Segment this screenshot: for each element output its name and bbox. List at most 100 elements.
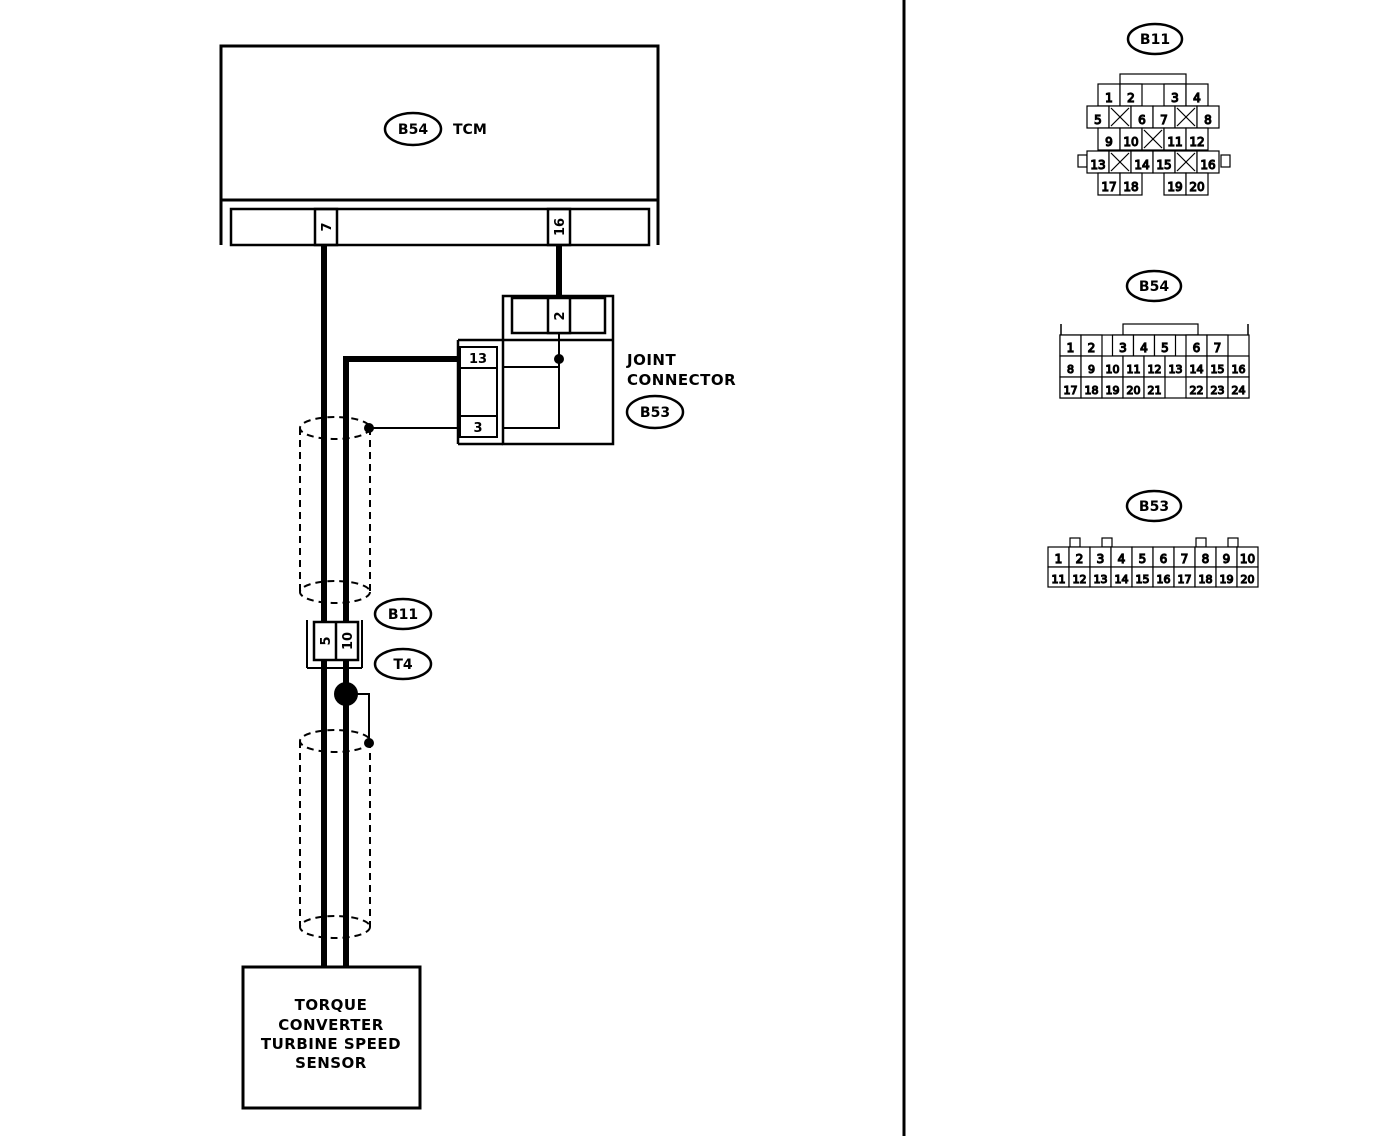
b11-cell-14: 14 (1130, 150, 1154, 174)
svg-text:8: 8 (1204, 113, 1212, 127)
svg-text:2: 2 (1127, 91, 1135, 105)
svg-text:11: 11 (1052, 573, 1066, 586)
svg-text:17: 17 (1101, 180, 1116, 194)
joint-pin-2-box (546, 296, 572, 335)
svg-text:13: 13 (1090, 158, 1105, 172)
svg-text:23: 23 (1211, 384, 1225, 397)
turbine-speed-sensor: TORQUE CONVERTER TURBINE SPEED SENSOR (241, 965, 422, 1110)
joint-connector-label-1: JOINT (626, 351, 676, 369)
b54-cell-12: 12 (1143, 355, 1166, 378)
svg-text:16: 16 (1232, 363, 1246, 376)
svg-text:13: 13 (1094, 573, 1108, 586)
b11-cell-6: 6 (1130, 105, 1154, 129)
b11-cell-9: 9 (1097, 127, 1121, 151)
b53-cell-14: 14 (1110, 566, 1133, 588)
svg-text:20: 20 (1127, 384, 1141, 397)
b53-cell-17: 17 (1173, 566, 1196, 588)
b11-cell-15: 15 (1152, 150, 1176, 174)
b53-cell-5: 5 (1131, 546, 1154, 568)
sensor-label-4: SENSOR (295, 1054, 367, 1072)
svg-text:18: 18 (1123, 180, 1138, 194)
svg-text:1: 1 (1105, 91, 1113, 105)
sensor-label-3: TURBINE SPEED (261, 1035, 401, 1053)
svg-text:6: 6 (1193, 341, 1201, 355)
svg-text:7: 7 (1160, 113, 1168, 127)
b54-cell-3: 3 (1111, 334, 1135, 357)
svg-text:7: 7 (1181, 552, 1189, 566)
svg-text:13: 13 (1169, 363, 1183, 376)
svg-text:19: 19 (1106, 384, 1120, 397)
b53-cell-8: 8 (1194, 546, 1217, 568)
b54-cell-19: 19 (1101, 376, 1124, 399)
joint-connector-badge (625, 394, 685, 430)
b54-cell-9: 9 (1080, 355, 1103, 378)
inline-connector-id-b11: B11 (388, 607, 418, 623)
b53-cell-3: 3 (1089, 546, 1112, 568)
svg-text:10: 10 (1240, 552, 1255, 566)
svg-text:7: 7 (1214, 341, 1222, 355)
svg-text:24: 24 (1232, 384, 1246, 397)
inline-connector-badge-t4 (373, 647, 433, 681)
b53-cell-18: 18 (1194, 566, 1217, 588)
b54-cell-10: 10 (1101, 355, 1124, 378)
connector-view-b11-id: B11 (1140, 32, 1170, 48)
b54-cell-1: 1 (1059, 334, 1082, 357)
svg-text:12: 12 (1189, 135, 1204, 149)
joint-connector-label-2: CONNECTOR (627, 371, 736, 389)
joint-splice-dot (554, 354, 564, 364)
svg-text:4: 4 (1118, 552, 1126, 566)
b11-cell-17: 17 (1097, 172, 1121, 196)
svg-text:19: 19 (1220, 573, 1234, 586)
svg-text:1: 1 (1055, 552, 1063, 566)
b53-cell-12: 12 (1068, 566, 1091, 588)
b53-cell-1: 1 (1047, 546, 1070, 568)
svg-text:16: 16 (1157, 573, 1171, 586)
svg-text:20: 20 (1241, 573, 1255, 586)
upper-shield (299, 416, 371, 604)
svg-text:20: 20 (1189, 180, 1204, 194)
b11-cell-8: 8 (1196, 105, 1220, 129)
tcm-connector-id: B54 (398, 122, 428, 138)
connector-view-b54-id: B54 (1139, 279, 1169, 295)
ground-splice-dot (334, 682, 358, 706)
tcm-unit: 7 16 B54 TCM (219, 44, 660, 247)
svg-text:9: 9 (1105, 135, 1113, 149)
b54-cell-2: 2 (1080, 334, 1103, 357)
joint-pin-3-label: 3 (473, 421, 482, 436)
wire-joint13-to-sensor (343, 356, 460, 968)
svg-text:18: 18 (1199, 573, 1213, 586)
svg-text:14: 14 (1134, 158, 1149, 172)
svg-text:15: 15 (1211, 363, 1225, 376)
svg-text:8: 8 (1067, 363, 1074, 376)
svg-text:4: 4 (1193, 91, 1201, 105)
sensor-label-1: TORQUE (295, 996, 368, 1014)
svg-text:21: 21 (1148, 384, 1162, 397)
svg-text:3: 3 (1171, 91, 1179, 105)
b53-cell-6: 6 (1152, 546, 1175, 568)
b11-cell-blank (1108, 150, 1132, 174)
joint-connector-id: B53 (640, 405, 670, 421)
b54-cell-23: 23 (1206, 376, 1229, 399)
b54-cell-15: 15 (1206, 355, 1229, 378)
svg-text:16: 16 (1200, 158, 1215, 172)
b53-cell-16: 16 (1152, 566, 1175, 588)
svg-text:2: 2 (1076, 552, 1084, 566)
svg-text:18: 18 (1085, 384, 1099, 397)
svg-text:11: 11 (1127, 363, 1141, 376)
b53-cell-15: 15 (1131, 566, 1154, 588)
svg-text:10: 10 (1106, 363, 1120, 376)
svg-text:4: 4 (1140, 341, 1148, 355)
b11-cell-blank (1141, 127, 1165, 151)
b54-cell-8: 8 (1059, 355, 1082, 378)
svg-text:17: 17 (1064, 384, 1078, 397)
b54-cell-7: 7 (1206, 334, 1229, 357)
b53-cell-19: 19 (1215, 566, 1238, 588)
b11-cell-blank (1108, 105, 1132, 129)
tcm-label: TCM (453, 122, 487, 138)
svg-text:5: 5 (1139, 552, 1147, 566)
b54-cell-14: 14 (1185, 355, 1208, 378)
joint-pin-13-box (459, 346, 498, 369)
b11-cell-16: 16 (1196, 150, 1220, 174)
b54-cell-13: 13 (1164, 355, 1187, 378)
b53-cell-20: 20 (1236, 566, 1259, 588)
